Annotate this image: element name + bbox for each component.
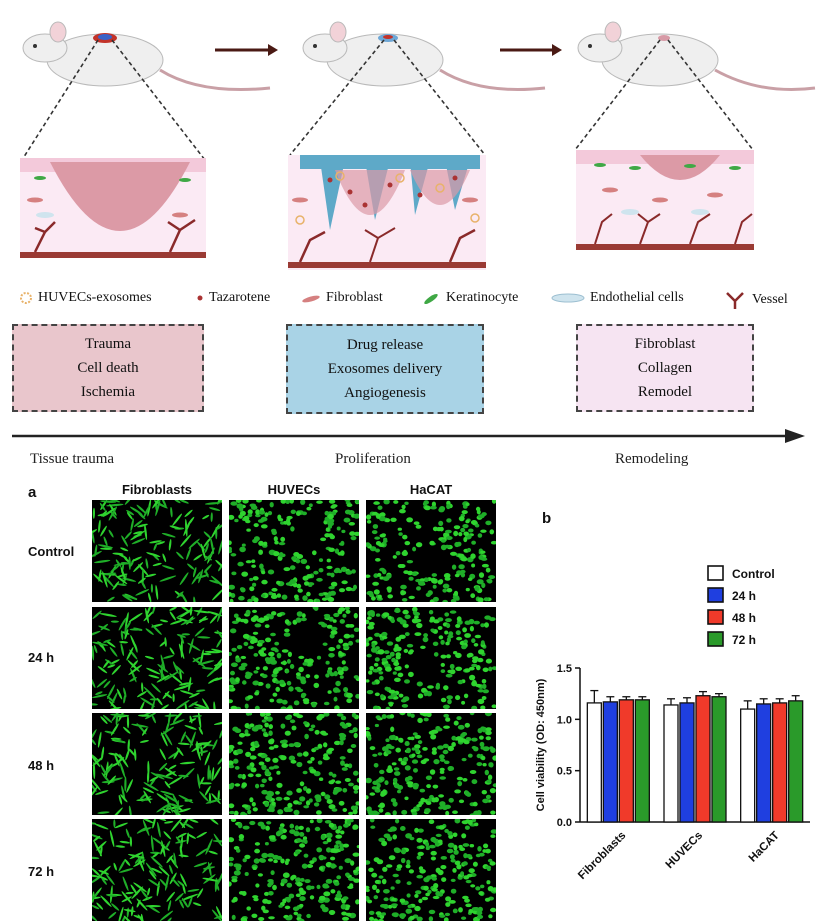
stage-text: Ischemia — [80, 384, 136, 400]
stage-text: Cell death — [77, 360, 139, 376]
bar — [695, 695, 711, 823]
arrow-right-icon — [500, 44, 562, 56]
legend-item-endothelial: Endothelial cells — [550, 290, 684, 306]
stage-text: Remodel — [637, 384, 693, 400]
bar — [679, 702, 695, 823]
legend-item-exosomes: HUVECs-exosomes — [18, 290, 152, 306]
zoom-lines — [21, 39, 754, 161]
legend-label: 24 h — [732, 589, 756, 603]
microscopy-image — [92, 500, 222, 602]
x-tick-label: HaCAT — [747, 830, 782, 865]
y-tick-label: 1.0 — [557, 714, 572, 726]
bar — [663, 704, 679, 823]
microscopy-image — [92, 819, 222, 921]
row-header-72h: 72 h — [28, 864, 55, 879]
bar — [772, 702, 788, 823]
y-tick-label: 0.5 — [557, 766, 572, 778]
tissue-remodeling-section — [576, 150, 754, 250]
microscopy-image — [92, 713, 222, 815]
legend-item-fibroblast: Fibroblast — [300, 290, 383, 306]
legend-swatch — [707, 587, 724, 603]
mouse-trauma-icon — [22, 21, 271, 91]
microscopy-image — [366, 819, 496, 921]
bar — [586, 702, 602, 823]
stage-box-proliferation: Drug release Exosomes delivery Angiogene… — [286, 324, 484, 414]
panel-b-letter: b — [542, 510, 552, 527]
phase-label-proliferation: Proliferation — [335, 451, 411, 467]
legend-swatch — [707, 565, 724, 581]
keratinocyte-icon — [424, 293, 438, 305]
microscopy-image — [366, 713, 496, 815]
bar — [756, 703, 772, 823]
tazarotene-icon — [197, 295, 203, 301]
vessel-icon — [726, 292, 744, 309]
legend-item-tazarotene: Tazarotene — [195, 290, 270, 306]
timeline-arrow-icon — [12, 429, 805, 443]
legend-label: 48 h — [732, 611, 756, 625]
phase-label-trauma: Tissue trauma — [30, 451, 115, 467]
row-header-24h: 24 h — [28, 650, 55, 665]
column-header-hacat: HaCAT — [409, 482, 453, 497]
microscopy-image — [229, 500, 359, 602]
stage-text: Trauma — [84, 336, 132, 352]
column-header-huvecs: HUVECs — [267, 482, 321, 497]
mouse-remodeling-icon — [577, 21, 816, 91]
tissue-trauma-section — [20, 158, 206, 258]
mouse-proliferation-icon — [302, 21, 546, 91]
panel-a-letter: a — [28, 484, 37, 501]
column-header-fibroblasts: Fibroblasts — [121, 482, 193, 497]
legend-item-keratinocyte: Keratinocyte — [420, 290, 518, 306]
legend-label: 72 h — [732, 633, 756, 647]
bar — [711, 696, 727, 823]
arrow-right-icon — [215, 44, 278, 56]
microscopy-image — [229, 713, 359, 815]
microscopy-image — [229, 607, 359, 709]
legend-item-vessel: Vessel — [722, 290, 788, 310]
phase-label-remodeling: Remodeling — [615, 451, 689, 467]
microscopy-image — [366, 607, 496, 709]
legend-swatch — [707, 609, 724, 625]
bar — [634, 699, 650, 823]
stage-text: Collagen — [637, 360, 693, 376]
y-tick-label: 0.0 — [557, 817, 572, 829]
legend-swatch — [707, 631, 724, 647]
bar — [602, 701, 618, 823]
y-tick-label: 1.5 — [557, 663, 572, 675]
exosome-icon — [20, 292, 32, 304]
fibroblast-icon — [302, 295, 320, 303]
x-tick-label: HUVECs — [664, 830, 705, 871]
stage-box-remodeling: Fibroblast Collagen Remodel — [576, 324, 754, 412]
stage-box-trauma: Trauma Cell death Ischemia — [12, 324, 204, 412]
microscopy-image — [92, 607, 222, 709]
endothelial-icon — [551, 293, 585, 303]
row-header-48h: 48 h — [28, 758, 55, 773]
row-header-control: Control — [28, 544, 75, 559]
legend-label: Control — [732, 567, 775, 581]
stage-text: Angiogenesis — [344, 385, 426, 401]
x-tick-label: Fibroblasts — [576, 830, 628, 882]
microscopy-image — [366, 500, 496, 602]
y-axis-label: Cell viability (OD: 450nm) — [535, 678, 547, 811]
bar — [740, 708, 756, 823]
tissue-proliferation-section — [288, 155, 486, 270]
microscopy-image — [229, 819, 359, 921]
stage-text: Drug release — [346, 337, 424, 353]
schematic-illustration — [20, 21, 816, 270]
bar — [618, 699, 634, 823]
stage-text: Exosomes delivery — [327, 361, 443, 377]
stage-text: Fibroblast — [634, 336, 696, 352]
bar — [788, 700, 804, 823]
